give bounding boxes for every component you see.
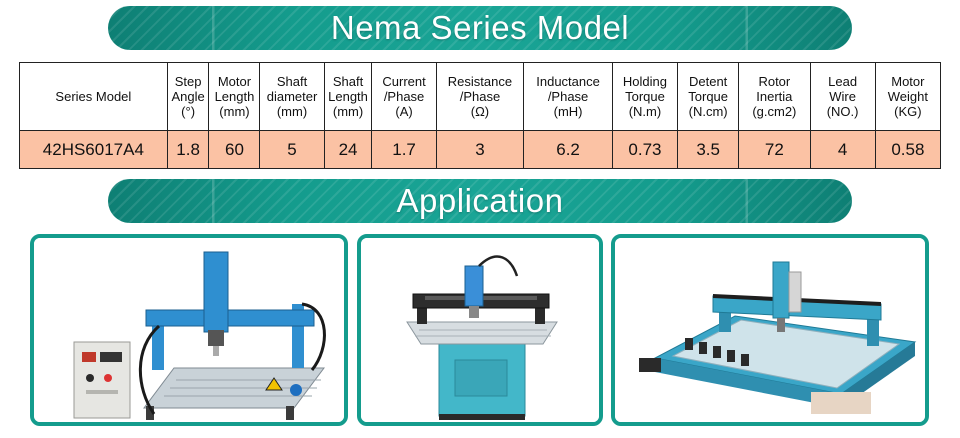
cell-resistance-phase: 3	[435, 130, 525, 169]
header-rotor-inertia: Rotor Inertia (g.cm2)	[738, 62, 811, 131]
header-inductance-phase: Inductance /Phase (mH)	[523, 62, 613, 131]
cell-rotor-inertia: 72	[738, 130, 811, 169]
application-title: Application	[396, 182, 564, 219]
cabinet-cnc-router-icon	[361, 238, 599, 422]
cell-motor-weight: 0.58	[874, 130, 942, 169]
cell-current-phase: 1.7	[371, 130, 437, 169]
application-image-cabinet-router	[357, 234, 603, 426]
application-image-desktop-router	[30, 234, 348, 426]
nema-series-banner: Nema Series Model	[108, 6, 852, 50]
header-resistance-phase: Resistance /Phase (Ω)	[435, 62, 525, 131]
cell-holding-torque: 0.73	[611, 130, 679, 169]
nema-series-title: Nema Series Model	[330, 9, 630, 46]
header-current-phase: Current /Phase (A)	[371, 62, 437, 131]
cell-series-model: 42HS6017A4	[19, 130, 168, 169]
header-motor-weight: Motor Weight (KG)	[874, 62, 942, 131]
header-lead-wire: Lead Wire (NO.)	[809, 62, 876, 131]
table-row: 42HS6017A4 1.8 60 5 24 1.7 3 6.2 0.73 3.…	[19, 130, 942, 169]
cell-lead-wire: 4	[809, 130, 876, 169]
header-holding-torque: Holding Torque (N.m)	[611, 62, 679, 131]
application-image-large-router	[611, 234, 929, 426]
header-detent-torque: Detent Torque (N.cm)	[677, 62, 740, 131]
spec-table: Series Model Step Angle (°) Motor Length…	[19, 62, 942, 169]
spec-header-row: Series Model Step Angle (°) Motor Length…	[19, 62, 942, 131]
header-step-angle: Step Angle (°)	[166, 62, 210, 131]
header-shaft-diameter: Shaft diameter (mm)	[259, 62, 325, 131]
header-series-model: Series Model	[19, 62, 168, 131]
cell-step-angle: 1.8	[166, 130, 210, 169]
header-shaft-length: Shaft Length (mm)	[323, 62, 373, 131]
cell-shaft-length: 24	[323, 130, 373, 169]
header-motor-length: Motor Length (mm)	[208, 62, 261, 131]
desktop-cnc-router-icon	[34, 238, 344, 422]
application-banner: Application	[108, 179, 852, 223]
cell-motor-length: 60	[208, 130, 261, 169]
large-gantry-cnc-router-icon	[615, 238, 925, 422]
cell-inductance-phase: 6.2	[523, 130, 613, 169]
cell-shaft-diameter: 5	[259, 130, 325, 169]
cell-detent-torque: 3.5	[677, 130, 740, 169]
